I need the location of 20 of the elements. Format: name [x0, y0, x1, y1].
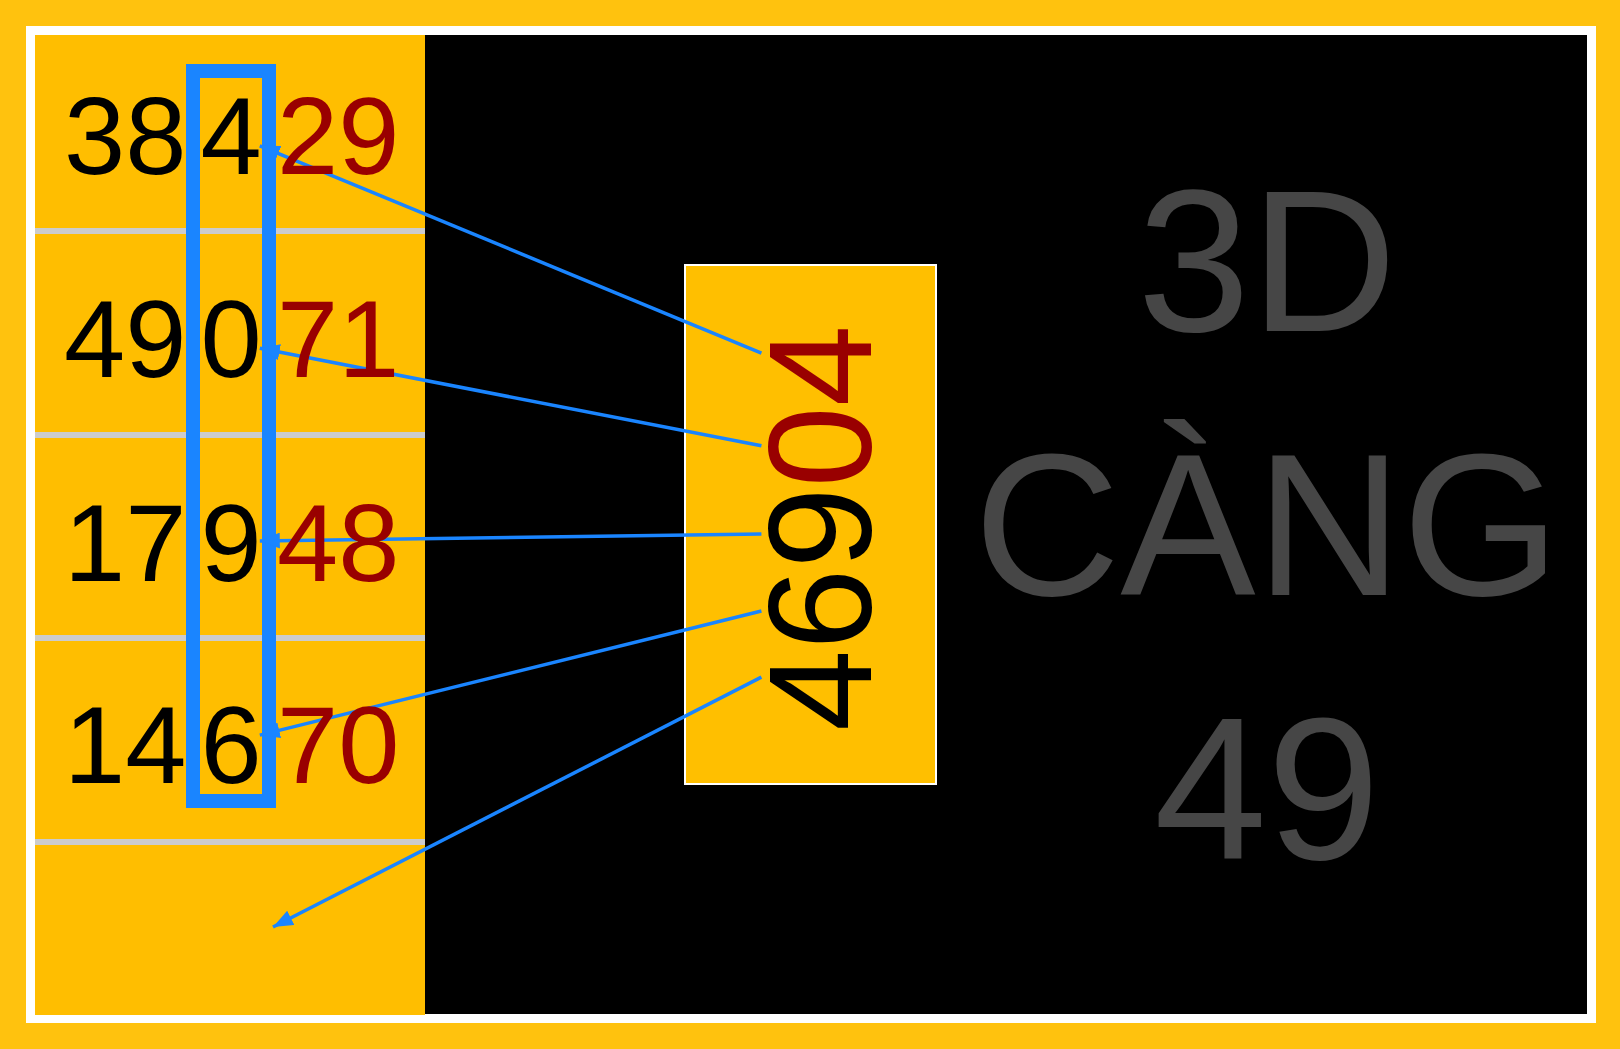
arrow: [259, 532, 762, 549]
arrow: [259, 609, 762, 739]
arrow: [259, 144, 763, 355]
digit: 4: [200, 89, 262, 182]
highlight-frame: [186, 64, 276, 808]
arrow: [272, 675, 763, 929]
number-digits: 469: [766, 487, 876, 731]
arrow: [259, 344, 762, 448]
digit: 6: [200, 698, 262, 791]
number-digits: 17: [64, 497, 187, 590]
number-digits: 38: [64, 89, 187, 182]
tail-digits: 29: [277, 89, 400, 182]
number-digits: 14: [64, 698, 187, 791]
number-card: [684, 264, 937, 785]
tail-digits: 04: [766, 325, 876, 488]
number-digits: 49: [64, 292, 187, 385]
digit: 0: [200, 292, 262, 385]
digit: 9: [200, 497, 262, 590]
heading: 3D CÀNG 49: [972, 146, 1562, 904]
tail-digits: 70: [277, 698, 400, 791]
